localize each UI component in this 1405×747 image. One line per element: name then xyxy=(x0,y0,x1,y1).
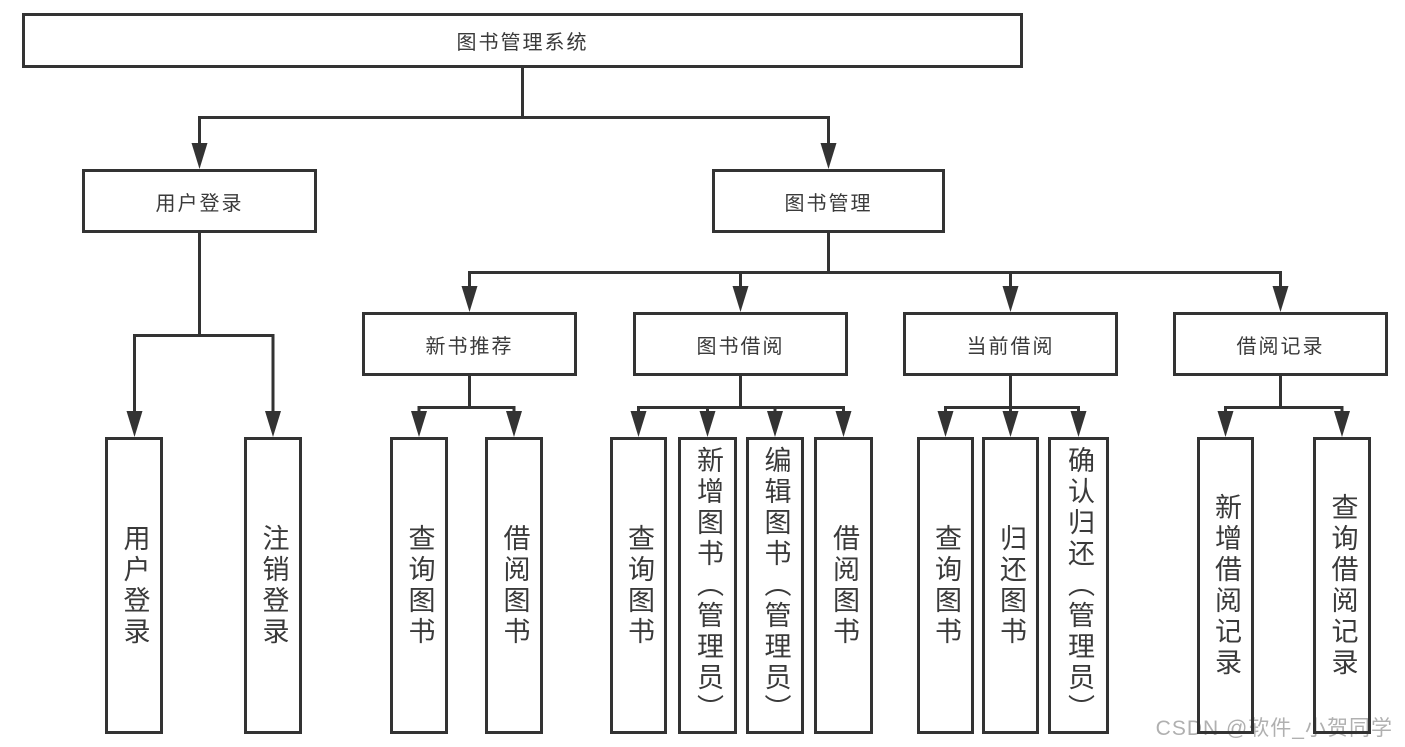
leaf-label: 查询图书 xyxy=(404,523,435,648)
leaf-label: 注销登录 xyxy=(258,523,289,648)
leaf-user-login: 用户登录 xyxy=(105,437,163,734)
leaf-query-books-recommend: 查询图书 xyxy=(390,437,448,734)
node-current-borrow: 当前借阅 xyxy=(903,312,1118,376)
leaf-label: 查询图书 xyxy=(624,523,654,648)
leaf-logout: 注销登录 xyxy=(244,437,302,734)
leaf-label: 确认归还（管理员） xyxy=(1064,446,1094,725)
leaf-label: 查询图书 xyxy=(931,523,961,648)
leaf-label: 新增图书（管理员） xyxy=(693,446,723,725)
node-book-management: 图书管理 xyxy=(712,169,945,233)
connector-current-borrow-to-leaves xyxy=(937,376,1087,437)
leaf-return-book: 归还图书 xyxy=(982,437,1039,734)
leaf-add-borrow-record: 新增借阅记录 xyxy=(1197,437,1254,734)
leaf-edit-book-admin: 编辑图书（管理员） xyxy=(746,437,804,734)
leaf-label: 归还图书 xyxy=(996,523,1026,648)
leaf-label: 借阅图书 xyxy=(829,523,859,648)
leaf-query-borrow-record: 查询借阅记录 xyxy=(1313,437,1371,734)
leaf-query-books-borrow: 查询图书 xyxy=(610,437,667,734)
node-borrow-records: 借阅记录 xyxy=(1173,312,1388,376)
node-new-book-recommend: 新书推荐 xyxy=(362,312,577,376)
watermark-text: CSDN @软件_小贺同学 xyxy=(1155,717,1393,740)
connector-book-management-to-level3 xyxy=(461,233,1289,312)
node-book-borrow: 图书借阅 xyxy=(633,312,848,376)
leaf-query-books-current: 查询图书 xyxy=(917,437,974,734)
connector-root-to-level2 xyxy=(191,68,837,169)
connector-book-borrow-to-leaves xyxy=(630,376,852,437)
leaf-label: 查询借阅记录 xyxy=(1327,492,1358,679)
leaf-confirm-return-admin: 确认归还（管理员） xyxy=(1048,437,1109,734)
leaf-borrow-books-recommend: 借阅图书 xyxy=(485,437,543,734)
leaf-add-book-admin: 新增图书（管理员） xyxy=(678,437,737,734)
leaf-label: 用户登录 xyxy=(119,523,150,648)
leaf-label: 新增借阅记录 xyxy=(1211,492,1241,679)
leaf-borrow-books: 借阅图书 xyxy=(814,437,873,734)
leaf-label: 编辑图书（管理员） xyxy=(760,446,791,725)
connector-borrow-records-to-leaves xyxy=(1217,376,1350,437)
leaf-label: 借阅图书 xyxy=(499,523,530,648)
node-root-system: 图书管理系统 xyxy=(22,13,1023,68)
node-user-login: 用户登录 xyxy=(82,169,317,233)
connector-new-book-recommend-to-leaves xyxy=(411,376,522,437)
connector-user-login-to-leaves xyxy=(126,233,281,437)
